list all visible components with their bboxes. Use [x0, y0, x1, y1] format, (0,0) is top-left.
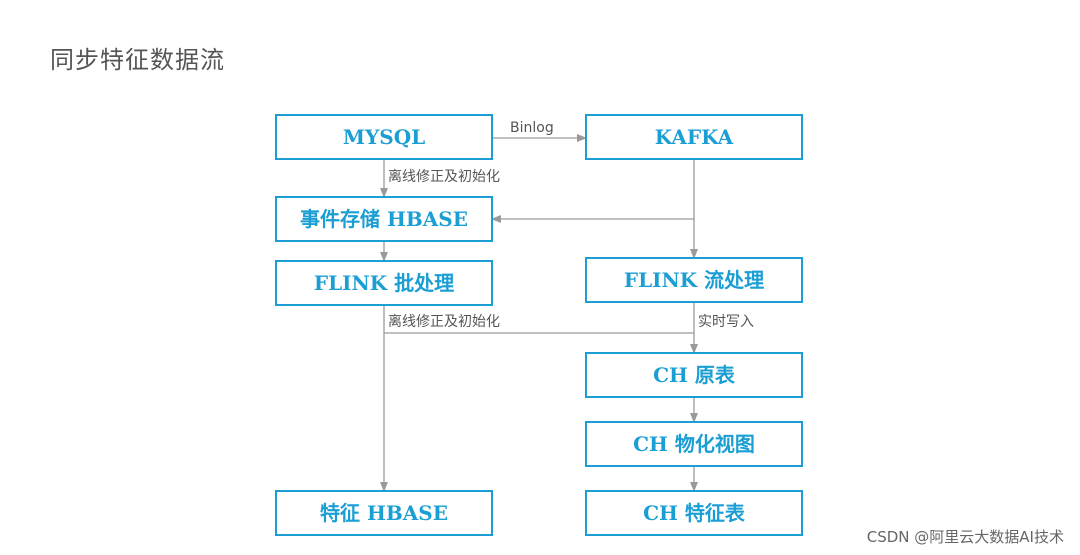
edge-label-mysql_kafka: Binlog [510, 120, 554, 136]
node-label: 特征 HBASE [320, 501, 448, 525]
node-box [275, 196, 493, 242]
page-title: 同步特征数据流 [50, 46, 225, 74]
node-box [585, 421, 803, 467]
node-flink_batch: FLINK 批处理 [275, 260, 493, 306]
node-label: FLINK 批处理 [314, 271, 454, 295]
node-hbase_event: 事件存储 HBASE [275, 196, 493, 242]
node-label: 事件存储 HBASE [300, 207, 468, 231]
node-box [585, 114, 803, 160]
edge-label-stream_chraw: 实时写入 [698, 314, 754, 330]
watermark: CSDN @阿里云大数据AI技术 [866, 528, 1064, 546]
node-flink_stream: FLINK 流处理 [585, 257, 803, 303]
node-ch_raw: CH 原表 [585, 352, 803, 398]
node-label: MYSQL [343, 125, 425, 149]
edge-label-batch_feature: 离线修正及初始化 [388, 313, 500, 330]
nodes-layer: MYSQL KAFKA 事件存储 HBASE FLINK 批处理 FLINK 流处理 CH… [275, 114, 803, 536]
node-box [585, 352, 803, 398]
edge-labels-layer: Binlog离线修正及初始化离线修正及初始化实时写入 [388, 120, 754, 330]
edges-layer [380, 134, 698, 492]
edge-label-mysql_hbase: 离线修正及初始化 [388, 168, 500, 185]
node-ch_view: CH 物化视图 [585, 421, 803, 467]
node-label: KAFKA [655, 125, 734, 149]
node-mysql: MYSQL [275, 114, 493, 160]
edge-kafka_hbase [491, 159, 695, 223]
node-label: CH 原表 [653, 363, 736, 387]
node-ch_feature: CH 特征表 [585, 490, 803, 536]
node-box [275, 114, 493, 160]
node-box [275, 490, 493, 536]
node-label: CH 特征表 [643, 501, 746, 525]
node-label: CH 物化视图 [633, 432, 755, 456]
node-hbase_feature: 特征 HBASE [275, 490, 493, 536]
node-kafka: KAFKA [585, 114, 803, 160]
node-box [585, 257, 803, 303]
node-box [275, 260, 493, 306]
node-box [585, 490, 803, 536]
node-label: FLINK 流处理 [624, 268, 764, 292]
